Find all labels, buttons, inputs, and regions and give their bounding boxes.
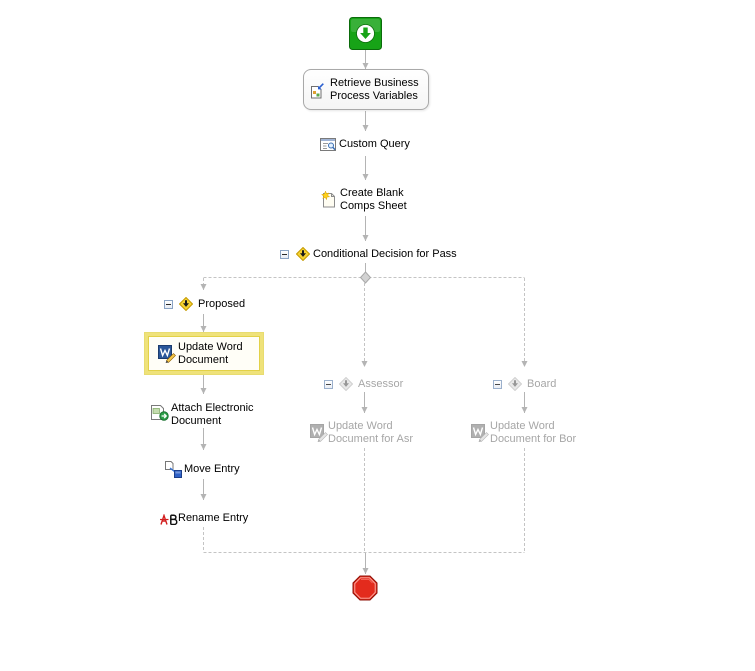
label-line-1: Move Entry (184, 463, 240, 475)
create-blank-comps-sheet-activity[interactable]: Create Blank Comps Sheet (321, 187, 407, 214)
label-line-1: Update Word (490, 420, 555, 432)
stop-icon (352, 575, 378, 601)
conditional-decision-activity[interactable]: Conditional Decision for Pass (280, 247, 457, 262)
branch-condition-board[interactable]: Board (493, 377, 565, 392)
end-node[interactable] (352, 575, 378, 601)
retrieve-variables-icon (310, 83, 324, 99)
label-line-2: Document for Asr (328, 433, 413, 445)
start-arrow-icon (349, 17, 382, 50)
activity-label: Custom Query (339, 138, 410, 151)
activity-label: Conditional Decision for Pass (313, 248, 457, 261)
move-entry-icon (165, 461, 182, 478)
attach-document-icon (151, 404, 169, 421)
collapse-toggle[interactable] (280, 250, 289, 259)
branch-decision-icon (339, 377, 353, 391)
branch-decision-icon (179, 297, 193, 311)
collapse-toggle[interactable] (324, 380, 333, 389)
custom-query-activity[interactable]: Custom Query (320, 138, 412, 152)
start-node[interactable] (349, 17, 382, 50)
label-line-1: Attach Electronic (171, 402, 254, 414)
activity-label: Create Blank Comps Sheet (340, 187, 407, 213)
minus-icon (326, 384, 331, 385)
branch-decision-icon (508, 377, 522, 391)
update-word-document-for-bor-activity[interactable]: Update Word Document for Bor (471, 420, 581, 448)
move-entry-activity[interactable]: Move Entry (165, 461, 241, 478)
branch-condition-assessor[interactable]: Assessor (324, 377, 406, 392)
rename-entry-activity[interactable]: Rename Entry (160, 512, 248, 527)
label-line-1: Rename Entry (178, 512, 249, 524)
label-line-1: Assessor (358, 378, 404, 390)
collapse-toggle[interactable] (493, 380, 502, 389)
update-word-document-activity[interactable]: Update Word Document (145, 333, 263, 374)
branch-junction-diamond (359, 271, 372, 284)
label-line-1: Update Word (328, 420, 393, 432)
label-line-2: Comps Sheet (340, 200, 407, 212)
word-document-icon (310, 424, 328, 442)
minus-icon (166, 304, 171, 305)
activity-label: Attach Electronic Document (171, 402, 254, 428)
retrieve-business-process-variables-activity[interactable]: Retrieve Business Process Variables (303, 69, 429, 110)
branch-label: Proposed (198, 298, 245, 311)
conditional-decision-icon (296, 247, 310, 261)
collapse-toggle[interactable] (164, 300, 173, 309)
custom-query-icon (320, 138, 336, 152)
label-line-2: Document (171, 415, 222, 427)
create-document-icon (321, 191, 337, 208)
label-line-2: Process Variables (330, 90, 418, 102)
label-line-1: Create Blank (340, 187, 404, 199)
rename-entry-icon (160, 514, 178, 525)
activity-label: Retrieve Business Process Variables (330, 77, 419, 103)
label-line-1: Update Word (178, 341, 243, 353)
branch-label: Board (527, 378, 556, 391)
activity-label: Update Word Document for Asr (328, 420, 413, 446)
label-line-2: Document (178, 354, 229, 366)
branch-condition-proposed[interactable]: Proposed (164, 297, 250, 312)
label-line-1: Retrieve Business (330, 77, 419, 89)
word-document-icon (158, 345, 176, 363)
minus-icon (495, 384, 500, 385)
word-document-icon (471, 424, 489, 442)
branch-label: Assessor (358, 378, 403, 391)
label-line-1: Proposed (198, 298, 246, 310)
activity-label: Update Word Document for Bor (490, 420, 576, 446)
label-line-1: Board (527, 378, 557, 390)
update-word-document-for-asr-activity[interactable]: Update Word Document for Asr (310, 420, 418, 448)
activity-label: Move Entry (184, 463, 240, 476)
activity-label: Rename Entry (178, 512, 248, 525)
activity-label: Update Word Document (178, 341, 243, 367)
attach-electronic-document-activity[interactable]: Attach Electronic Document (151, 401, 257, 428)
label-line-2: Document for Bor (490, 433, 577, 445)
label-line-1: Custom Query (339, 138, 410, 150)
label-line-1: Conditional Decision for Pass (313, 248, 457, 260)
minus-icon (282, 254, 287, 255)
